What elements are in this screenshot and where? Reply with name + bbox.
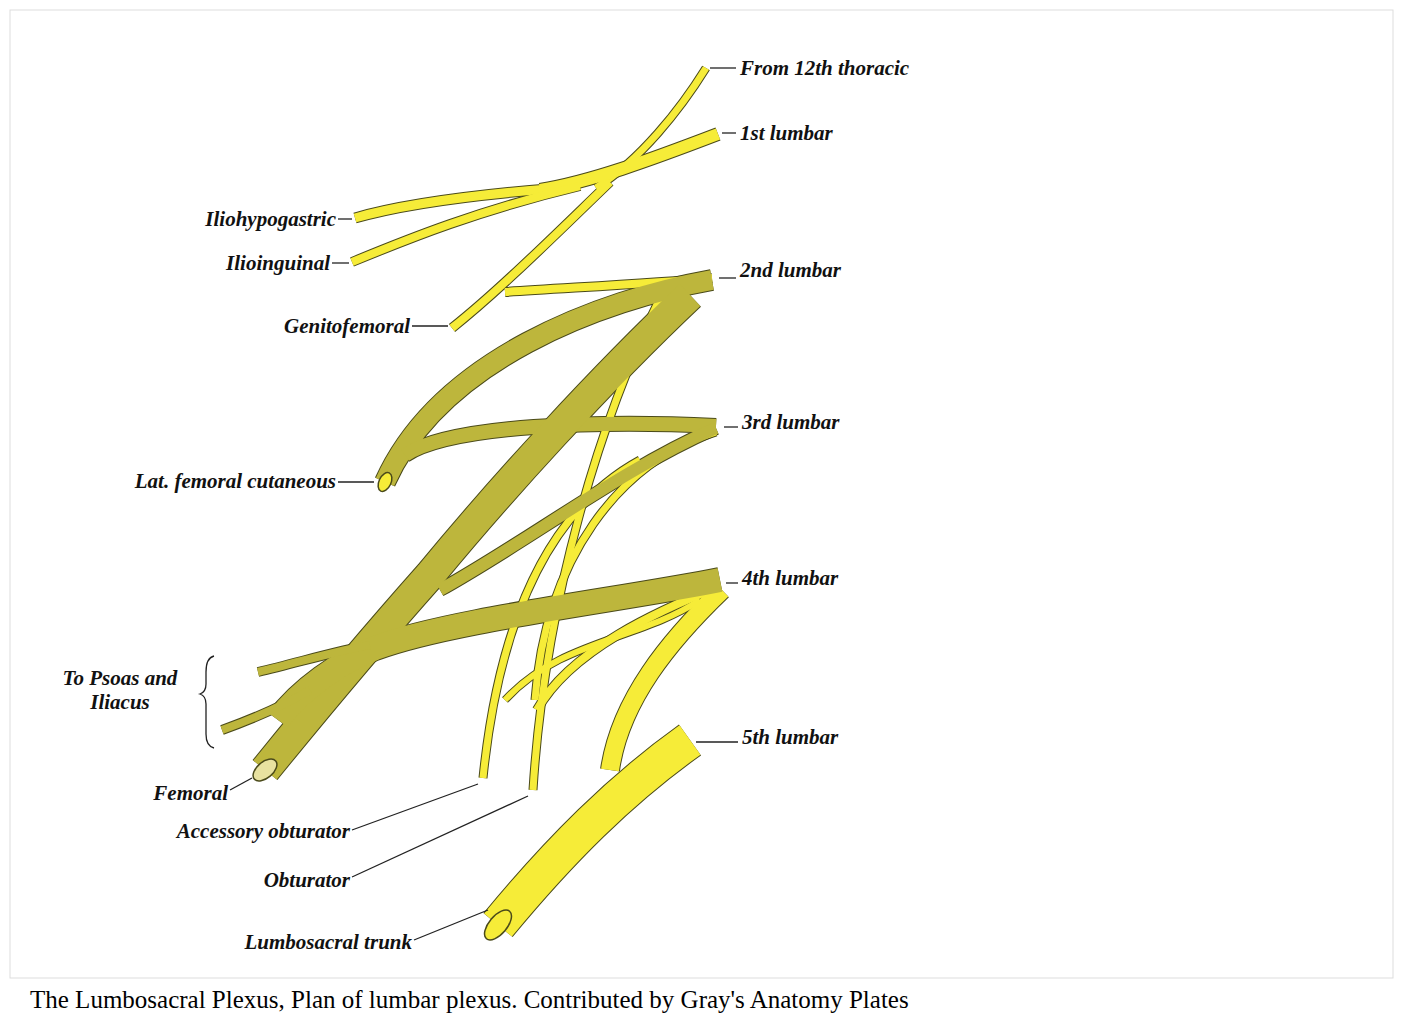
nerve xyxy=(498,740,690,925)
leader-line xyxy=(719,277,736,278)
nerve-label: Lat. femoral cutaneous xyxy=(135,469,336,493)
leader-line xyxy=(726,582,738,583)
frame xyxy=(10,10,1393,978)
leader-line xyxy=(724,426,738,427)
nerve-fills xyxy=(222,68,722,925)
leader-line xyxy=(338,218,352,219)
nerve-label: Ilioinguinal xyxy=(226,251,330,275)
leader-line xyxy=(230,778,252,790)
nerve xyxy=(265,295,690,770)
leader-line xyxy=(696,741,738,742)
nerve-label: Iliohypogastric xyxy=(205,207,336,231)
nerve-label: 4th lumbar xyxy=(742,566,838,590)
nerve-label: Genitofemoral xyxy=(284,314,410,338)
nerve xyxy=(440,428,716,590)
cut-ends xyxy=(249,470,516,944)
nerve-label: 2nd lumbar xyxy=(740,258,841,282)
leader-line xyxy=(412,325,448,326)
leader-lines xyxy=(200,68,738,940)
cut-end xyxy=(249,755,281,785)
nerve-label: Lumbosacral trunk xyxy=(245,930,412,954)
cut-end xyxy=(375,470,394,493)
leader-line xyxy=(710,67,736,68)
nerve xyxy=(258,645,370,672)
leader-line xyxy=(352,784,478,830)
nerve-label: To Psoas and Iliacus xyxy=(40,666,200,714)
leader-line xyxy=(332,262,349,263)
nerve xyxy=(498,740,690,925)
nerve-label: 1st lumbar xyxy=(740,121,833,145)
bracket xyxy=(200,656,214,748)
nerve-label: 3rd lumbar xyxy=(742,410,839,434)
nerve-label: Femoral xyxy=(153,781,228,805)
nerve-label: 5th lumbar xyxy=(742,725,838,749)
nerve xyxy=(540,134,718,190)
leader-line xyxy=(414,910,488,940)
nerve xyxy=(222,690,310,730)
nerve-outlines xyxy=(222,68,722,925)
nerve xyxy=(352,186,580,262)
leader-line xyxy=(722,132,736,133)
nerve-label: From 12th thoracic xyxy=(740,56,909,80)
nerve xyxy=(540,134,718,190)
figure-caption: The Lumbosacral Plexus, Plan of lumbar p… xyxy=(30,986,909,1014)
leader-line xyxy=(338,481,374,482)
nerve-label: Obturator xyxy=(264,868,350,892)
nerve-label: Accessory obturator xyxy=(177,819,350,843)
leader-line xyxy=(352,796,528,877)
